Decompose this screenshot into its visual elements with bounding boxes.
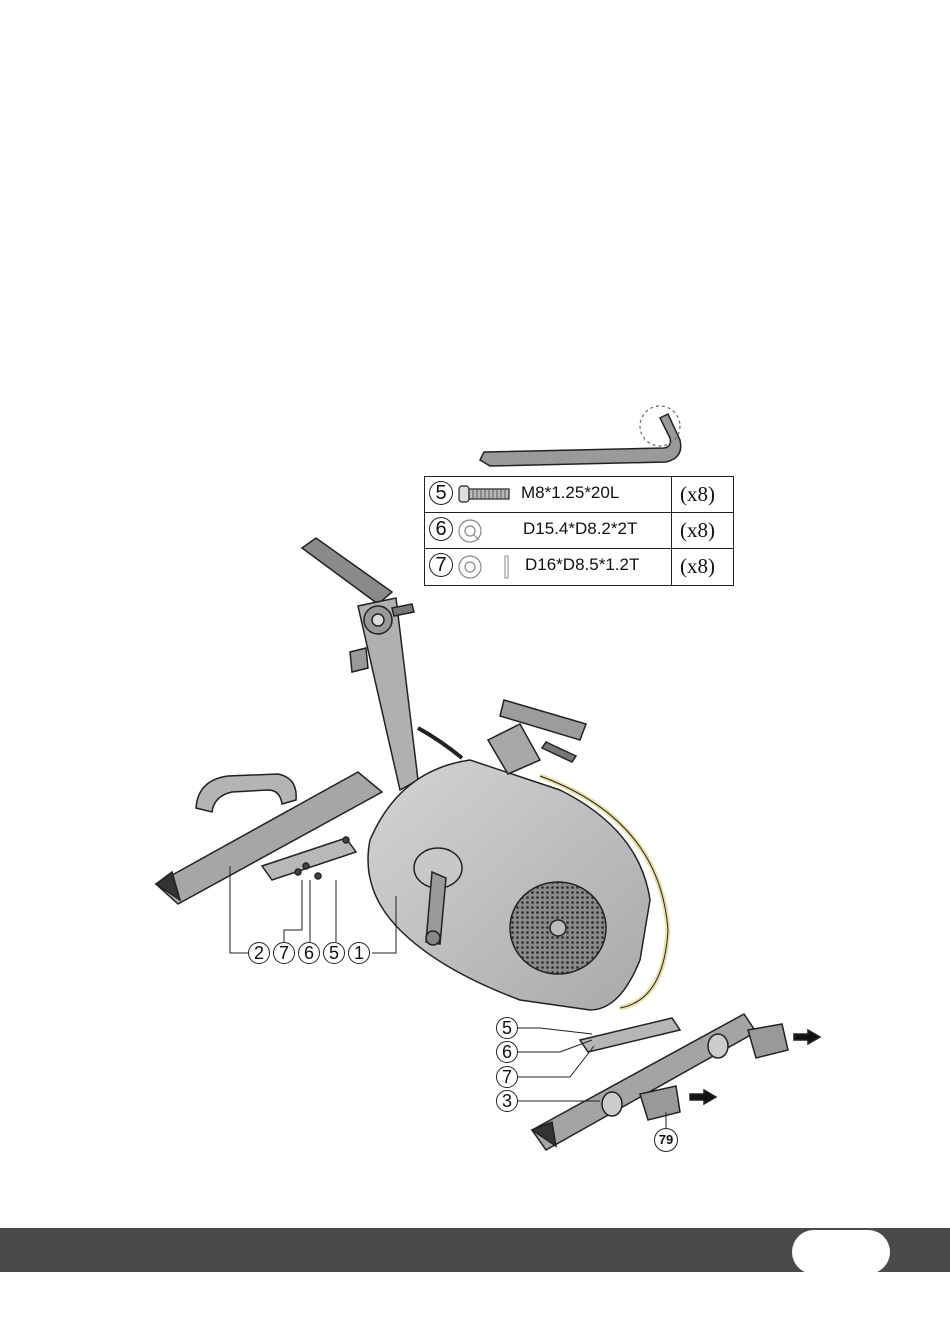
- callout-part-5: 5: [323, 942, 345, 964]
- part-spec: D16*D8.5*1.2T: [525, 555, 639, 575]
- part-number: 7: [429, 553, 453, 577]
- parts-row: 6 D15.4*D8.2*2T (x8): [425, 513, 733, 549]
- part-number: 6: [429, 517, 453, 541]
- part-number: 5: [429, 481, 453, 505]
- handlebar-post: [418, 700, 586, 774]
- callout-part-6: 6: [298, 942, 320, 964]
- front-stabilizer: [156, 772, 382, 904]
- bike-body: [368, 760, 668, 1010]
- part-quantity: (x8): [680, 482, 715, 507]
- callout-part-1: 1: [348, 942, 370, 964]
- quantity-cell: (x8): [671, 513, 733, 548]
- parts-row: 5 M8*1.25*20L (x8): [425, 477, 733, 513]
- callout-part-2: 2: [248, 942, 270, 964]
- flat-washer-icon: [457, 554, 517, 580]
- part-quantity: (x8): [680, 518, 715, 543]
- hardware-parts-table: 5 M8*1.25*20L (x8) 6 D15.4*D8.2*2T (x8): [424, 476, 734, 586]
- parts-row: 7 D16*D8.5*1.2T (x8): [425, 549, 733, 585]
- bolt-icon: [457, 483, 513, 505]
- quantity-cell: (x8): [671, 477, 733, 512]
- rear-stabilizer: [532, 1014, 820, 1150]
- spring-washer-icon: [457, 518, 483, 544]
- part-quantity: (x8): [680, 554, 715, 579]
- callout-part-6: 6: [496, 1041, 518, 1063]
- part-spec: M8*1.25*20L: [521, 483, 619, 503]
- callout-part-7: 7: [496, 1066, 518, 1088]
- callout-part-3: 3: [496, 1090, 518, 1112]
- seat-post: [302, 538, 418, 790]
- callout-part-5: 5: [496, 1017, 518, 1039]
- allen-key-icon: [480, 406, 681, 466]
- callout-part-7: 7: [273, 942, 295, 964]
- page-number-badge: [792, 1230, 890, 1274]
- quantity-cell: (x8): [671, 549, 733, 585]
- part-spec: D15.4*D8.2*2T: [523, 519, 637, 539]
- callout-part-79: 79: [654, 1128, 678, 1152]
